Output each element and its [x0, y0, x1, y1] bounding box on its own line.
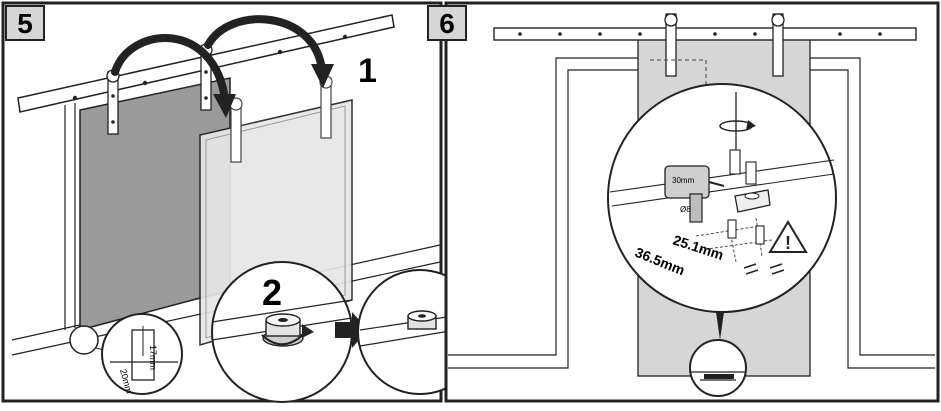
detail-zoom-drilling: 30mm Ø8 25.1mm 36.5mm ! [607, 83, 837, 313]
alignment-dashed-line [650, 59, 707, 140]
callout-2: 2 [262, 272, 282, 313]
drill-bit-label: Ø8 [680, 205, 691, 214]
detail-zoom-clearance: 17mm 20mm [101, 313, 183, 395]
panel-step-5: 5 1 17mm 20mm 2 [1, 1, 483, 403]
top-rail-screws [518, 32, 882, 36]
dimension-17mm: 17mm [148, 345, 158, 370]
step-number-6: 6 [439, 8, 455, 39]
pointer-triangle [716, 312, 724, 340]
hanger-left [664, 13, 678, 77]
lift-arrow-left [111, 34, 229, 104]
panel-step-6: 30mm Ø8 25.1mm 36.5mm ! [427, 1, 940, 403]
lift-arrowhead-left [213, 94, 236, 118]
lifted-door-edge [205, 105, 346, 339]
drill-depth-label: 30mm [672, 176, 695, 185]
callout-1: 1 [358, 52, 377, 90]
step-number-5: 5 [17, 8, 33, 39]
lift-arrow-right [204, 15, 326, 74]
door-hanger-left [106, 69, 120, 135]
hanger-right [771, 13, 785, 77]
parallel-marks [743, 263, 785, 275]
lift-arrowhead-right [311, 64, 334, 88]
step-number-box-6 [427, 5, 467, 41]
lifted-hanger-left [229, 97, 243, 163]
warning-glyph: ! [785, 233, 791, 253]
detail-marker [69, 325, 99, 355]
detail-zoom-floor [689, 339, 747, 397]
warning-icon [768, 220, 808, 253]
top-rail [493, 27, 917, 41]
step-number-box-5 [5, 5, 45, 41]
